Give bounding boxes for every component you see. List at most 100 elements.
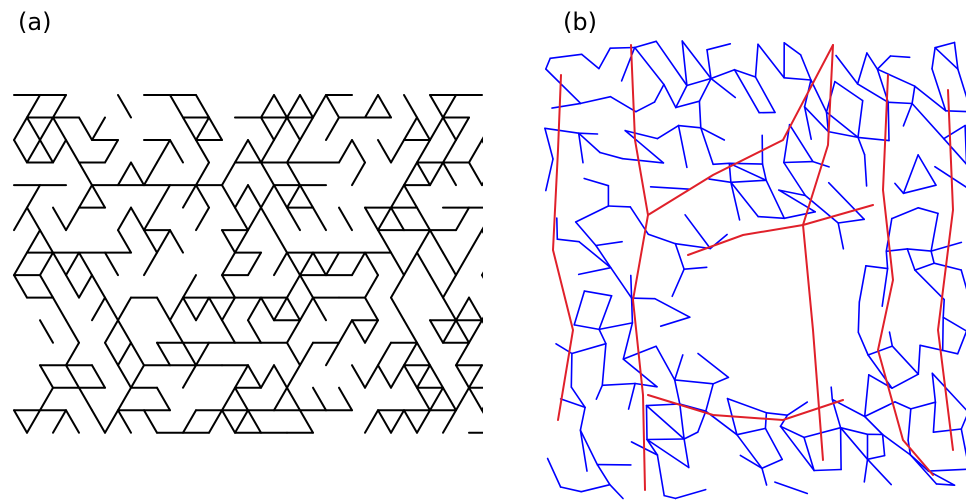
- bond: [299, 251, 314, 277]
- bond: [273, 251, 288, 277]
- bond: [930, 241, 963, 252]
- bond: [960, 428, 966, 458]
- bond: [455, 296, 470, 322]
- bond: [143, 409, 158, 434]
- bond: [679, 403, 685, 440]
- backbone-path: [687, 204, 874, 256]
- bond: [169, 229, 184, 254]
- bond: [866, 458, 893, 486]
- bond: [544, 127, 554, 160]
- bond: [839, 426, 842, 471]
- bond: [942, 316, 966, 332]
- bond: [182, 184, 197, 209]
- bond: [442, 116, 457, 141]
- bond: [894, 401, 912, 410]
- bond: [653, 83, 665, 103]
- bond: [52, 251, 67, 277]
- bond: [286, 206, 301, 232]
- bond: [377, 94, 392, 119]
- bond: [468, 296, 483, 322]
- bond: [247, 184, 262, 209]
- bond: [455, 386, 470, 412]
- bond: [468, 364, 483, 389]
- bond: [403, 319, 418, 344]
- bond: [65, 274, 80, 299]
- bond: [863, 458, 869, 483]
- bond: [889, 55, 911, 59]
- bond: [377, 139, 392, 164]
- bond: [195, 184, 210, 209]
- bond: [932, 428, 963, 434]
- bond: [935, 483, 956, 487]
- bond: [455, 116, 470, 141]
- bond: [944, 110, 966, 113]
- bond: [633, 46, 665, 86]
- bond: [907, 408, 912, 442]
- bond: [673, 379, 714, 385]
- bond: [390, 184, 405, 209]
- bond: [39, 274, 54, 299]
- bond: [13, 116, 28, 141]
- bond: [810, 79, 828, 113]
- bond: [834, 80, 864, 102]
- bond: [195, 161, 210, 187]
- bond: [273, 229, 288, 254]
- bond: [221, 251, 236, 277]
- bond: [656, 454, 665, 497]
- bond: [91, 409, 106, 434]
- bond: [91, 274, 106, 299]
- bond: [221, 319, 236, 344]
- bond: [65, 251, 80, 277]
- bond: [733, 68, 761, 114]
- bond: [65, 364, 80, 389]
- bond: [633, 40, 657, 49]
- bond: [681, 40, 688, 87]
- bond: [117, 296, 132, 322]
- bond: [286, 364, 301, 389]
- bond: [645, 403, 681, 407]
- bond: [598, 322, 634, 331]
- bond: [390, 139, 405, 164]
- bond: [891, 345, 920, 376]
- bond: [312, 206, 327, 232]
- bond: [909, 454, 938, 485]
- bond: [429, 386, 444, 412]
- bond: [39, 229, 54, 254]
- bond: [782, 161, 807, 197]
- bond: [338, 139, 353, 164]
- bond: [681, 40, 712, 80]
- bond: [866, 52, 879, 70]
- bond: [312, 386, 327, 412]
- bond: [609, 483, 624, 500]
- bond: [686, 77, 712, 87]
- bond: [442, 94, 457, 119]
- bond: [65, 319, 80, 344]
- bond: [364, 409, 379, 434]
- bond: [130, 341, 145, 367]
- bond: [325, 94, 340, 119]
- bond: [26, 409, 41, 434]
- bond: [390, 364, 405, 389]
- bond: [169, 139, 184, 164]
- bond: [754, 76, 776, 114]
- bond: [645, 404, 648, 441]
- bond: [156, 386, 171, 412]
- bond: [803, 436, 815, 472]
- bond: [607, 205, 632, 208]
- bond: [52, 409, 67, 434]
- bond: [624, 129, 659, 140]
- bond: [52, 94, 67, 119]
- bond: [221, 161, 236, 187]
- bond: [917, 154, 937, 186]
- bond: [455, 206, 470, 232]
- backbone-path: [630, 44, 650, 491]
- bond: [654, 297, 691, 319]
- bond: [364, 274, 379, 299]
- bond: [596, 463, 611, 486]
- bond: [234, 139, 249, 164]
- bond: [312, 296, 327, 322]
- bond: [234, 409, 249, 434]
- bond: [104, 139, 119, 164]
- bond: [761, 467, 768, 486]
- bond: [942, 124, 966, 140]
